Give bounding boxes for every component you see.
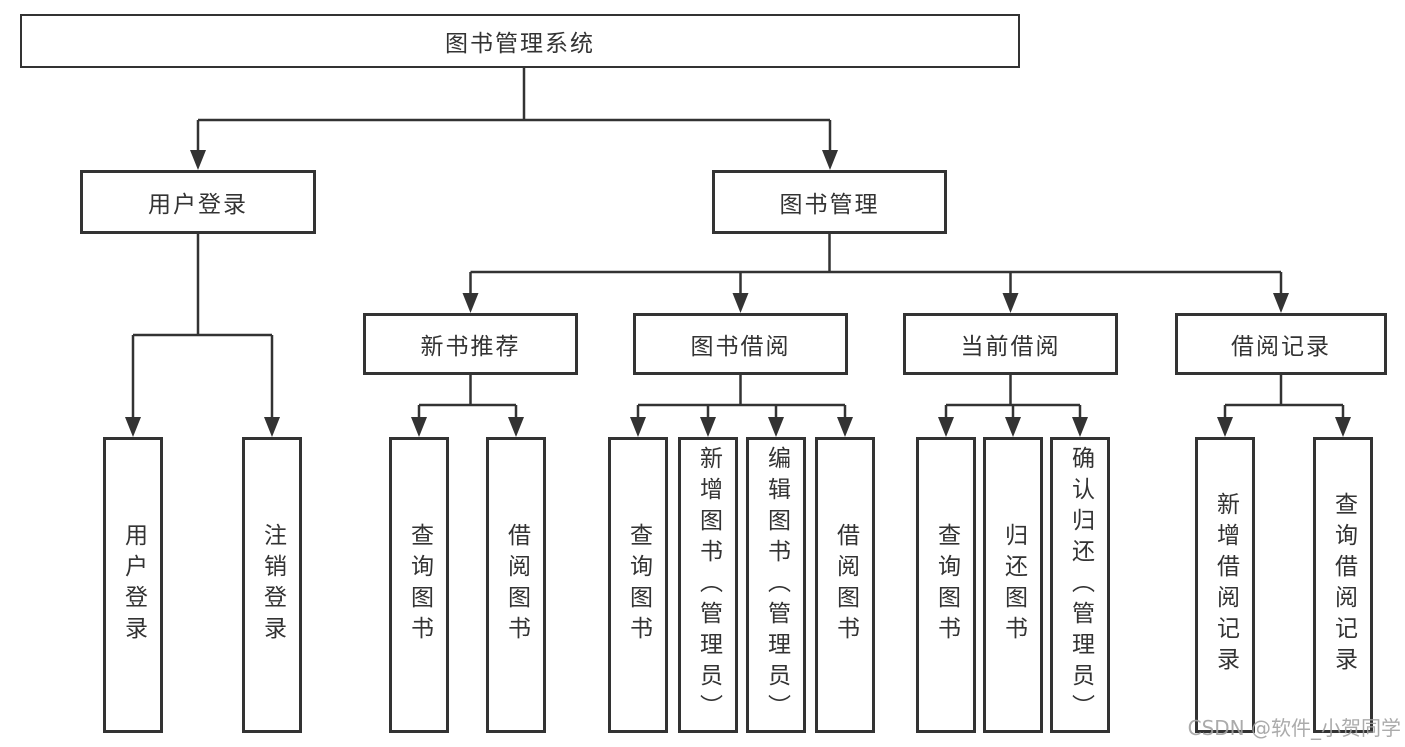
- node-root-library-system: 图书管理系统: [20, 14, 1020, 68]
- node-new-book-recommend: 新书推荐: [363, 313, 578, 375]
- connector-new-book-recommend-to-leaves: [411, 375, 524, 437]
- connector-root-to-level2: [190, 68, 838, 170]
- leaf-user-login: 用户登录: [103, 437, 163, 733]
- connector-borrow-records-to-leaves: [1217, 375, 1351, 437]
- connector-current-borrow-to-leaves: [938, 375, 1088, 437]
- node-book-management: 图书管理: [712, 170, 947, 234]
- leaf-query-books-borrow: 查询图书: [608, 437, 668, 733]
- leaf-add-book-admin: 新增图书（管理员）: [678, 437, 738, 733]
- leaf-query-borrow-record: 查询借阅记录: [1313, 437, 1373, 733]
- node-borrow-records: 借阅记录: [1175, 313, 1387, 375]
- node-book-borrow: 图书借阅: [633, 313, 848, 375]
- connector-book-management-to-level3: [462, 234, 1289, 313]
- node-user-login: 用户登录: [80, 170, 316, 234]
- leaf-add-borrow-record: 新增借阅记录: [1195, 437, 1255, 733]
- csdn-watermark: CSDN @软件_小贺同学: [1187, 716, 1401, 740]
- leaf-borrow-books-recommend: 借阅图书: [486, 437, 546, 733]
- connector-book-borrow-to-leaves: [630, 375, 853, 437]
- leaf-edit-book-admin: 编辑图书（管理员）: [746, 437, 806, 733]
- leaf-query-books-current: 查询图书: [916, 437, 976, 733]
- connector-user-login-to-leaves: [125, 234, 280, 437]
- leaf-logout: 注销登录: [242, 437, 302, 733]
- leaf-return-book: 归还图书: [983, 437, 1043, 733]
- leaf-confirm-return-admin: 确认归还（管理员）: [1050, 437, 1110, 733]
- leaf-borrow-books: 借阅图书: [815, 437, 875, 733]
- leaf-query-books-recommend: 查询图书: [389, 437, 449, 733]
- node-current-borrow: 当前借阅: [903, 313, 1118, 375]
